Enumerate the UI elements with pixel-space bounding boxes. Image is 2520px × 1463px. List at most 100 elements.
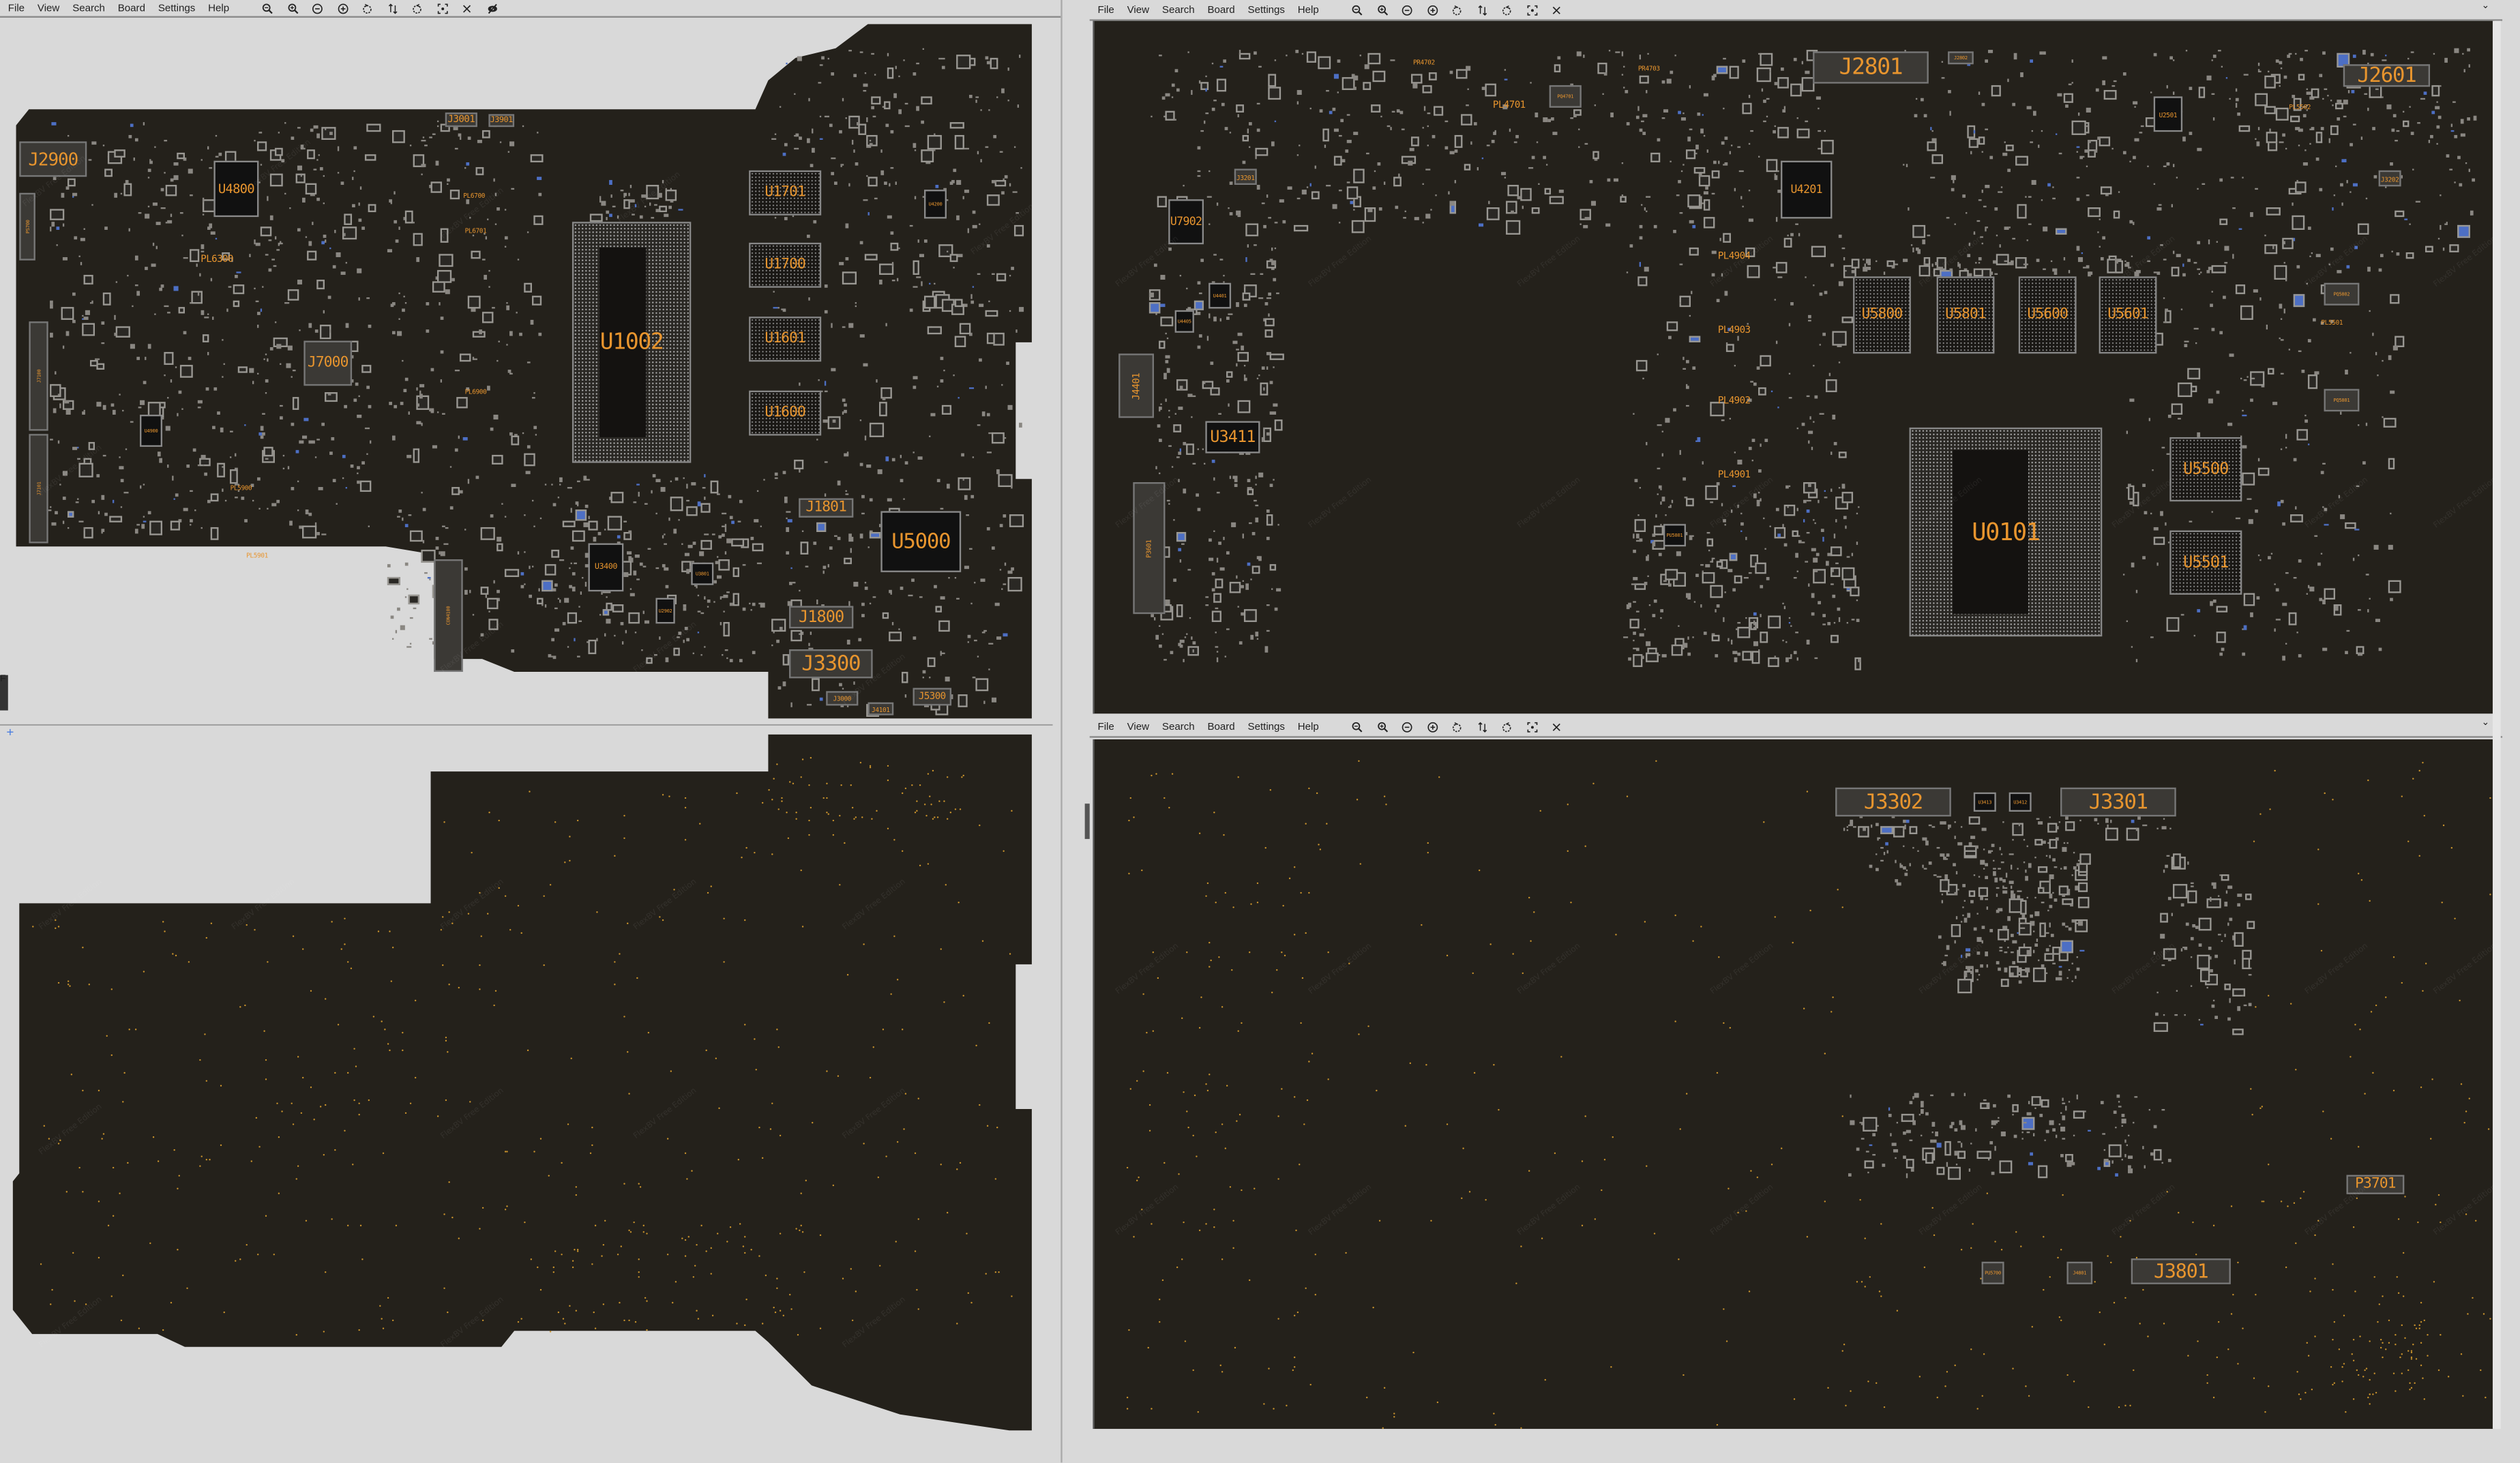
menu-settings[interactable]: Settings <box>158 2 196 14</box>
menu-search[interactable]: Search <box>72 2 105 14</box>
zoom-out-icon[interactable] <box>1351 720 1364 733</box>
menu-file[interactable]: File <box>1097 3 1114 16</box>
smd-pad <box>1422 222 1425 224</box>
zoom-out-icon[interactable] <box>1351 3 1364 16</box>
menu-file[interactable]: File <box>8 2 25 14</box>
smd-pad <box>2000 1132 2005 1136</box>
smd-pad <box>1963 849 1977 857</box>
smd-pad <box>1481 158 1484 160</box>
smd-pad <box>160 284 165 289</box>
rotate-cw-icon[interactable] <box>411 1 424 14</box>
smd-pad <box>302 525 316 540</box>
plus-circle-icon[interactable] <box>1426 720 1439 733</box>
smd-pad <box>288 289 300 301</box>
rotate-cw-icon[interactable] <box>1500 720 1513 733</box>
menu-settings[interactable]: Settings <box>1247 3 1285 16</box>
menu-help[interactable]: Help <box>1297 3 1319 16</box>
vertical-splitter[interactable] <box>1061 0 1063 1463</box>
test-point <box>2426 1334 2428 1336</box>
smd-pad <box>270 216 273 220</box>
zoom-in-icon[interactable] <box>286 1 299 14</box>
menu-search[interactable]: Search <box>1161 720 1195 733</box>
test-point <box>571 1056 573 1059</box>
right-scrollbar[interactable] <box>2492 20 2501 1429</box>
minus-circle-icon[interactable] <box>1401 3 1414 16</box>
smd-pad <box>1644 266 1649 271</box>
menu-board[interactable]: Board <box>117 2 145 14</box>
menu-search[interactable]: Search <box>1161 3 1195 16</box>
test-point <box>2353 1360 2355 1362</box>
fit-center-icon[interactable] <box>1526 720 1539 733</box>
smd-pad <box>700 612 704 615</box>
smd-pad <box>1932 138 1937 143</box>
close-icon[interactable] <box>1550 720 1563 733</box>
plus-circle-icon[interactable] <box>1426 3 1439 16</box>
menu-file[interactable]: File <box>1097 720 1114 733</box>
splitter-handle[interactable] <box>1084 803 1090 840</box>
smd-pad <box>964 147 969 150</box>
collapse-chevron-icon[interactable]: ⌄ <box>2481 1 2490 12</box>
smd-pad <box>2156 331 2163 345</box>
smd-pad <box>1909 863 1912 866</box>
menu-help[interactable]: Help <box>1297 720 1319 733</box>
smd-pad <box>1249 122 1252 125</box>
smd-pad <box>1892 1142 1897 1146</box>
smd-pad <box>2435 125 2440 129</box>
smd-pad <box>1931 154 1944 165</box>
smd-pad <box>261 435 264 439</box>
fit-center-icon[interactable] <box>1526 3 1539 16</box>
smd-pad <box>784 497 787 499</box>
collapse-chevron-icon[interactable]: ⌄ <box>2481 718 2490 728</box>
test-point <box>2419 769 2421 771</box>
smd-pad <box>1494 130 1497 134</box>
flip-icon[interactable] <box>1476 720 1489 733</box>
smd-pad <box>1965 211 1968 214</box>
test-point <box>1310 1384 1312 1386</box>
smd-pad <box>1444 145 1449 150</box>
smd-pad <box>1411 73 1422 84</box>
test-point <box>1236 776 1239 778</box>
smd-pad <box>1168 416 1171 419</box>
menu-board[interactable]: Board <box>1207 720 1235 733</box>
menu-board[interactable]: Board <box>1207 3 1235 16</box>
minus-circle-icon[interactable] <box>311 1 324 14</box>
flip-icon[interactable] <box>386 1 399 14</box>
smd-pad <box>1655 514 1658 518</box>
rotate-ccw-icon[interactable] <box>1451 3 1464 16</box>
minus-circle-icon[interactable] <box>1401 720 1414 733</box>
menu-view[interactable]: View <box>1127 720 1150 733</box>
menu-help[interactable]: Help <box>208 2 230 14</box>
rotate-cw-icon[interactable] <box>1500 3 1513 16</box>
smd-pad <box>2458 182 2463 187</box>
close-icon[interactable] <box>1550 3 1563 16</box>
left-scrollbar[interactable] <box>0 675 8 711</box>
rotate-ccw-icon[interactable] <box>1451 720 1464 733</box>
test-point <box>2378 1303 2380 1305</box>
close-icon[interactable] <box>460 1 473 14</box>
menu-view[interactable]: View <box>37 2 60 14</box>
plus-circle-icon[interactable] <box>336 1 349 14</box>
smd-pad <box>1966 965 1970 971</box>
flip-icon[interactable] <box>1476 3 1489 16</box>
zoom-in-icon[interactable] <box>1376 3 1389 16</box>
smd-pad <box>2096 1166 2101 1170</box>
smd-pad <box>1637 513 1640 516</box>
rotate-ccw-icon[interactable] <box>361 1 374 14</box>
smd-pad <box>612 205 615 209</box>
zoom-out-icon[interactable] <box>261 1 274 14</box>
smd-pad <box>98 510 100 514</box>
menu-view[interactable]: View <box>1127 3 1150 16</box>
test-point <box>1845 1405 1848 1407</box>
fit-center-icon[interactable] <box>436 1 449 14</box>
smd-pad <box>299 526 303 529</box>
test-point <box>2229 1205 2232 1207</box>
board-view-bottom-right[interactable] <box>1093 739 2495 1429</box>
smd-pad <box>2135 138 2139 142</box>
smd-pad <box>316 438 320 441</box>
menu-settings[interactable]: Settings <box>1247 720 1285 733</box>
smd-pad <box>2011 961 2015 964</box>
smd-pad <box>794 147 797 150</box>
hide-icon[interactable] <box>486 1 499 14</box>
zoom-in-icon[interactable] <box>1376 720 1389 733</box>
test-point <box>2425 962 2427 964</box>
